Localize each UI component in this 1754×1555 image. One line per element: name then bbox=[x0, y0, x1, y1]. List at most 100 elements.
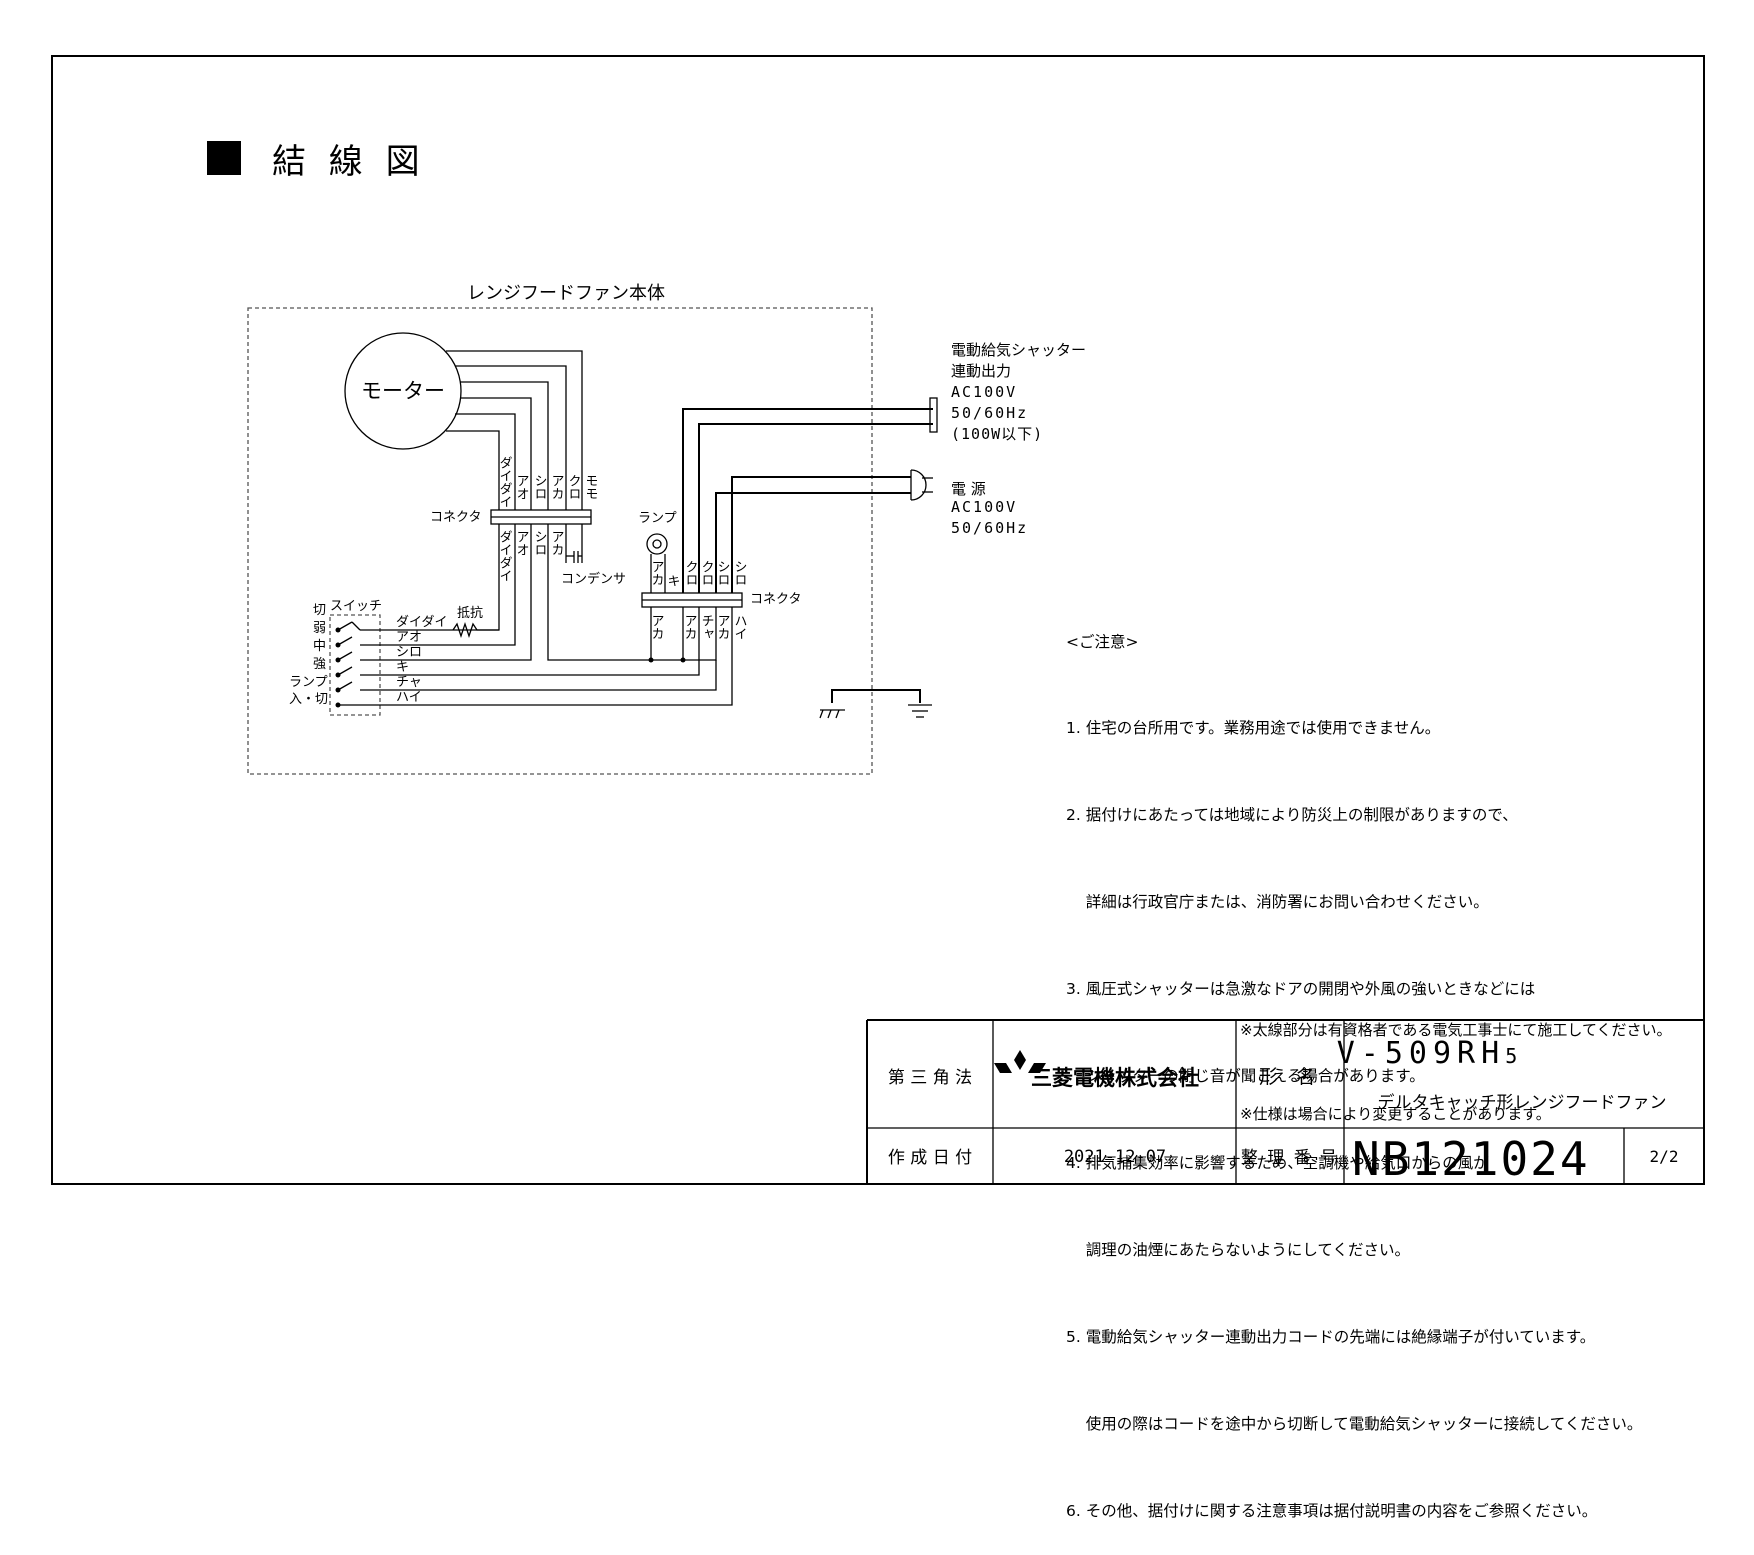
svg-text:強: 強 bbox=[313, 657, 326, 672]
svg-text:クロ: クロ bbox=[699, 560, 714, 586]
svg-text:入・切: 入・切 bbox=[289, 692, 328, 707]
note-line: シャッターの閉じ音が聞こえる場合があります。 bbox=[1066, 1067, 1425, 1085]
svg-text:チャ: チャ bbox=[699, 614, 714, 640]
note-line: 5. 電動給気シャッター連動出力コードの先端には絶縁端子が付いています。 bbox=[1066, 1328, 1596, 1346]
svg-text:シロ: シロ bbox=[532, 474, 547, 500]
page-number: 2/2 bbox=[1650, 1147, 1679, 1166]
svg-text:アカ: アカ bbox=[682, 614, 697, 640]
wiring-diagram: 結 線 図 レンジフードファン本体 モーター コネクタ ダイダイ アオ シロ ア… bbox=[207, 141, 1705, 1186]
motor-label: モーター bbox=[361, 379, 445, 403]
lamp-wires-lower bbox=[384, 607, 733, 706]
shutter-output-text: 電動給気シャッター 連動出力 AC100V 50/60Hz (100W以下) bbox=[951, 341, 1086, 443]
svg-text:AC100V: AC100V bbox=[951, 383, 1017, 401]
power-text: 電 源 AC100V 50/60Hz bbox=[951, 480, 1028, 537]
switch-wire-labels: ダイダイ アオ シロ キ チャ ハイ bbox=[396, 615, 447, 705]
output-wires bbox=[682, 408, 933, 593]
title-square-icon bbox=[207, 141, 241, 175]
svg-text:アカ: アカ bbox=[549, 530, 564, 556]
svg-text:50/60Hz: 50/60Hz bbox=[951, 404, 1028, 422]
motor-wires-lower bbox=[384, 524, 651, 661]
model-label: 形 名 bbox=[1259, 1066, 1321, 1088]
svg-text:チャ: チャ bbox=[396, 675, 422, 690]
page-title: 結 線 図 bbox=[272, 142, 426, 182]
capacitor-label: コンデンサ bbox=[561, 571, 626, 587]
switch-title: スイッチ bbox=[330, 599, 382, 614]
svg-text:AC100V: AC100V bbox=[951, 498, 1017, 516]
projection-label: 第 三 角 法 bbox=[888, 1068, 972, 1088]
svg-text:切: 切 bbox=[313, 603, 326, 618]
svg-text:弱: 弱 bbox=[313, 621, 326, 636]
svg-text:アカ: アカ bbox=[649, 614, 664, 640]
svg-text:アオ: アオ bbox=[514, 474, 529, 500]
svg-text:キ: キ bbox=[396, 660, 409, 675]
model-number: V-509RH5 bbox=[1337, 1036, 1523, 1071]
footnote-line: ※仕様は場合により変更することがあります。 bbox=[1240, 1105, 1551, 1123]
date-label: 作 成 日 付 bbox=[888, 1148, 972, 1168]
connector-label-1: コネクタ bbox=[430, 510, 481, 525]
shutter-terminal bbox=[929, 397, 938, 433]
note-line: 2. 据付けにあたっては地域により防災上の制限がありますので、 bbox=[1066, 806, 1518, 824]
svg-text:電動給気シャッター: 電動給気シャッター bbox=[951, 341, 1086, 359]
svg-text:シロ: シロ bbox=[732, 560, 747, 586]
svg-text:連動出力: 連動出力 bbox=[951, 362, 1011, 380]
svg-text:ハイ: ハイ bbox=[732, 614, 747, 640]
svg-text:50/60Hz: 50/60Hz bbox=[951, 519, 1028, 537]
unit-boundary bbox=[247, 307, 873, 775]
switch-positions: 切 弱 中 強 ランプ 入・切 bbox=[289, 603, 328, 707]
doc-no-label: 整 理 番 号 bbox=[1241, 1148, 1339, 1168]
motor-wire-labels-top: ダイダイ アオ シロ アカ クロ モモ bbox=[497, 456, 598, 508]
footnote-line: ※太線部分は有資格者である電気工事士にて施工してください。 bbox=[1240, 1021, 1672, 1039]
note-line: 4. 排気捕集効率に影響するため、空調機や給気口からの風が bbox=[1066, 1154, 1489, 1172]
svg-text:ダイダイ: ダイダイ bbox=[497, 456, 512, 508]
svg-text:(100W以下): (100W以下) bbox=[951, 425, 1043, 443]
company-name: 三菱電機株式会社 bbox=[1031, 1066, 1199, 1090]
footnotes: ※太線部分は有資格者である電気工事士にて施工してください。 ※仕様は場合により変… bbox=[1240, 960, 1672, 1156]
svg-text:アオ: アオ bbox=[514, 530, 529, 556]
drawing-frame bbox=[51, 55, 1705, 1185]
plug-icon bbox=[910, 469, 927, 501]
svg-text:ランプ: ランプ bbox=[289, 675, 328, 690]
motor-symbol bbox=[344, 332, 462, 450]
svg-text:中: 中 bbox=[313, 639, 326, 654]
note-line: 3. 風圧式シャッターは急激なドアの開閉や外風の強いときなどには bbox=[1066, 980, 1536, 998]
svg-text:アオ: アオ bbox=[396, 630, 422, 645]
svg-text:アカ: アカ bbox=[649, 560, 664, 586]
svg-text:ダイダイ: ダイダイ bbox=[497, 530, 512, 582]
note-line: 調理の油煙にあたらないようにしてください。 bbox=[1066, 1241, 1410, 1259]
lamp-conn-labels-bottom: アカ アカ チャ アカ ハイ bbox=[649, 614, 747, 640]
svg-text:シロ: シロ bbox=[715, 560, 730, 586]
svg-text:電 源: 電 源 bbox=[951, 480, 986, 498]
title-block bbox=[866, 1019, 1705, 1185]
motor-wire-labels-bottom: ダイダイ アオ シロ アカ bbox=[497, 530, 564, 582]
svg-text:モモ: モモ bbox=[583, 474, 598, 500]
svg-text:シロ: シロ bbox=[532, 530, 547, 556]
svg-text:アカ: アカ bbox=[549, 474, 564, 500]
unit-label: レンジフードファン本体 bbox=[467, 283, 665, 304]
svg-text:ハイ: ハイ bbox=[396, 690, 422, 705]
switch-contacts bbox=[335, 621, 384, 708]
svg-text:シロ: シロ bbox=[396, 645, 422, 660]
date-value: 2021-12-07 bbox=[1064, 1147, 1166, 1167]
note-line: 1. 住宅の台所用です。業務用途では使用できません。 bbox=[1066, 719, 1441, 737]
resistor-symbol bbox=[452, 621, 499, 639]
switch-box bbox=[329, 614, 381, 716]
lamp-conn-labels-top: アカ キ クロ クロ シロ シロ bbox=[649, 560, 747, 587]
svg-text:ダイダイ: ダイダイ bbox=[396, 615, 447, 630]
doc-no: NB121024 bbox=[1352, 1132, 1590, 1186]
note-line: 6. その他、据付けに関する注意事項は据付説明書の内容をご参照ください。 bbox=[1066, 1502, 1598, 1520]
resistor-label: 抵抗 bbox=[457, 606, 483, 621]
lamp-label: ランプ bbox=[638, 511, 677, 526]
lamp-symbol bbox=[646, 533, 668, 555]
svg-text:アカ: アカ bbox=[715, 614, 730, 640]
notes-title: <ご注意> bbox=[1066, 633, 1139, 651]
motor-wires bbox=[446, 350, 583, 510]
ground-icon bbox=[819, 689, 932, 719]
mitsubishi-logo-icon bbox=[994, 1050, 1046, 1073]
note-line: 使用の際はコードを途中から切断して電動給気シャッターに接続してください。 bbox=[1066, 1415, 1643, 1433]
connector-label-2: コネクタ bbox=[750, 592, 801, 607]
svg-text:キ: キ bbox=[665, 574, 680, 587]
svg-text:クロ: クロ bbox=[683, 560, 698, 586]
product-name: デルタキャッチ形レンジフードファン bbox=[1378, 1092, 1667, 1113]
svg-text:クロ: クロ bbox=[566, 474, 581, 500]
note-line: 詳細は行政官庁または、消防署にお問い合わせください。 bbox=[1066, 893, 1489, 911]
